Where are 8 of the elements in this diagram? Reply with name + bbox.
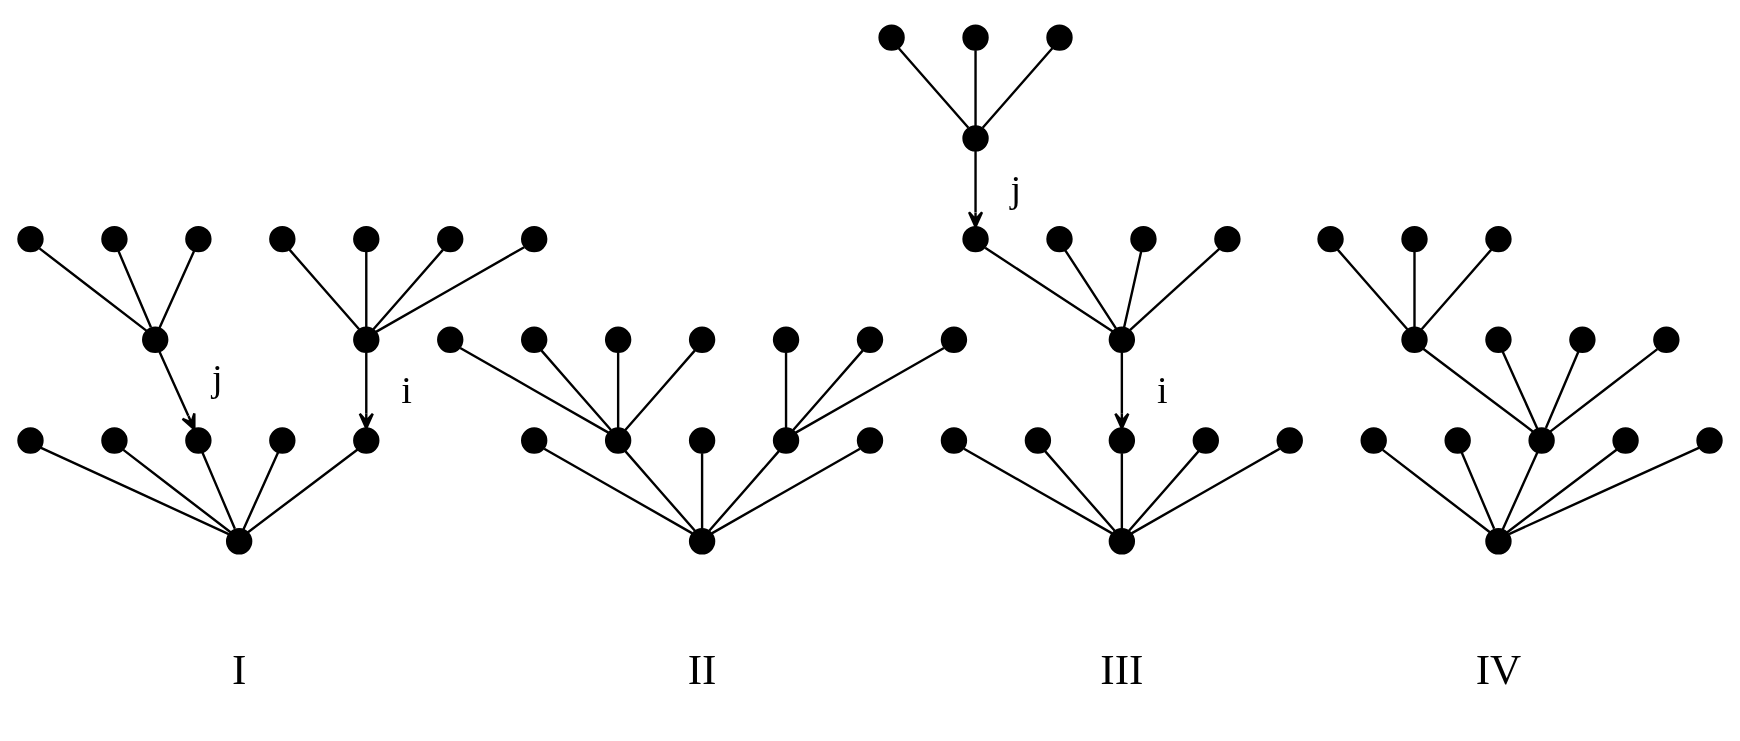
edge-label: i	[401, 368, 413, 411]
label: IV	[1475, 645, 1522, 693]
edge-label: j	[1010, 167, 1022, 210]
edge-label: i	[1156, 368, 1168, 411]
edge-label: j	[211, 356, 223, 399]
label: III	[1100, 645, 1144, 693]
label: I	[231, 645, 247, 693]
label: II	[687, 645, 717, 693]
